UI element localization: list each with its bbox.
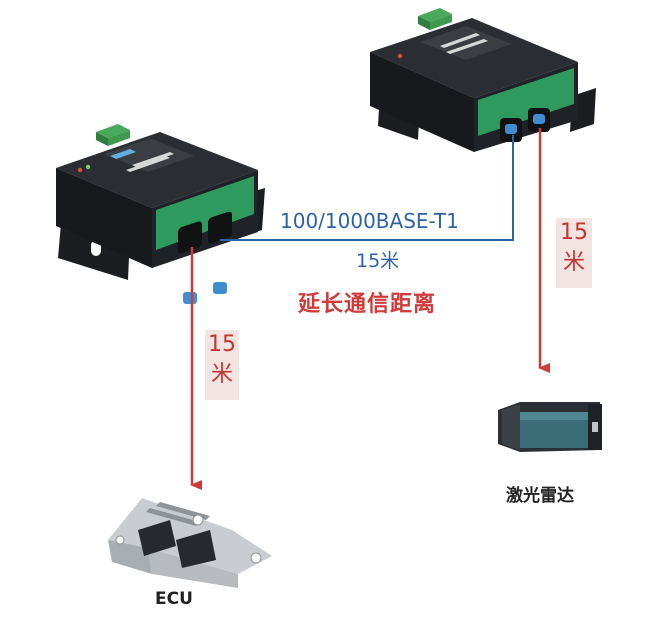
extend-distance-label: 延长通信距离	[298, 292, 437, 317]
ethernet-link-line	[220, 135, 514, 241]
right-ethernet-converter	[370, 8, 596, 152]
ecu-device	[108, 498, 272, 588]
ecu-caption: ECU	[155, 589, 193, 609]
link-distance-label: 15米	[356, 250, 400, 272]
left-distance-unit: 米	[210, 362, 233, 387]
right-distance-tag: 15 米	[556, 218, 592, 288]
lidar-caption: 激光雷达	[506, 486, 574, 506]
left-distance-value: 15	[208, 332, 236, 357]
right-distance-value: 15	[560, 220, 588, 245]
left-ethernet-converter	[56, 124, 265, 304]
left-distance-tag: 15 米	[205, 330, 239, 400]
right-distance-unit: 米	[562, 250, 585, 275]
ethernet-standard-label: 100/1000BASE-T1	[280, 209, 459, 233]
lidar-device	[498, 402, 602, 452]
